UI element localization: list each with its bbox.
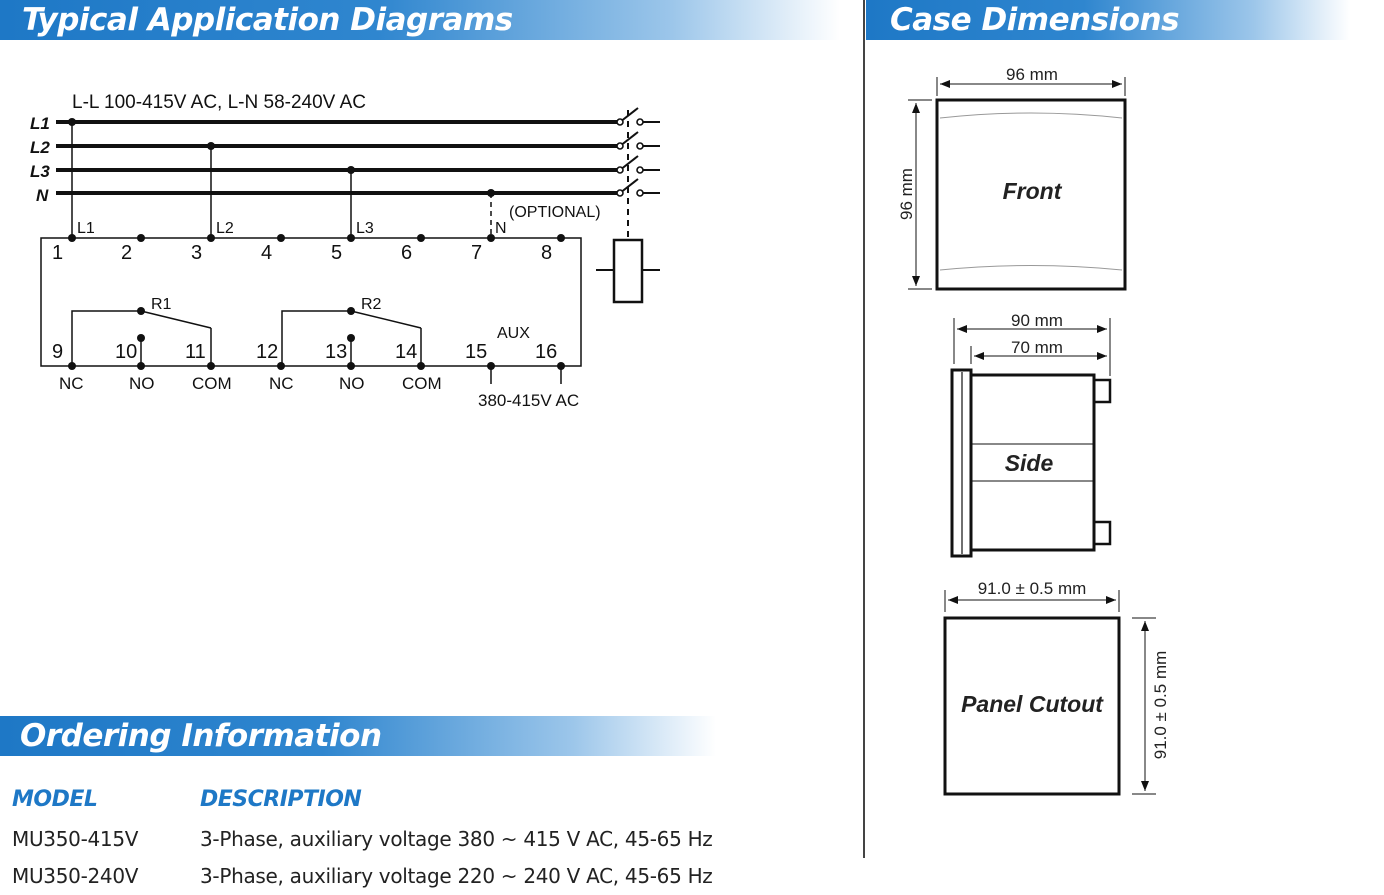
front-width-label: 96 mm — [1006, 65, 1058, 84]
order-row-1-model: MU350-415V — [12, 827, 139, 851]
supply-voltage-label: L-L 100-415V AC, L-N 58-240V AC — [72, 92, 366, 113]
model-header: MODEL — [12, 787, 98, 812]
terminal-13: 13 — [325, 341, 347, 363]
contact-label-no-1: NO — [129, 374, 155, 393]
case-dimensions-banner: Case Dimensions — [866, 0, 1350, 40]
contact-label-nc-1: NC — [59, 374, 84, 393]
terminal-4: 4 — [261, 242, 272, 264]
front-view-label: Front — [1003, 178, 1063, 204]
ordering-banner: Ordering Information — [0, 716, 716, 756]
line-label-l3: L3 — [30, 162, 50, 181]
column-divider — [863, 0, 865, 858]
order-row-2-description: 3-Phase, auxiliary voltage 220 ~ 240 V A… — [200, 864, 713, 888]
line-label-n: N — [36, 186, 49, 205]
cutout-width-label: 91.0 ± 0.5 mm — [978, 579, 1087, 598]
terminal-10: 10 — [115, 341, 137, 363]
side-inner-width-label: 70 mm — [1011, 338, 1063, 357]
wiring-diagram: L-L 100-415V AC, L-N 58-240V AC L1 L2 L3… — [30, 92, 660, 410]
typical-diagrams-banner: Typical Application Diagrams — [0, 0, 840, 40]
aux-voltage-label: 380-415V AC — [478, 391, 579, 410]
terminal-2: 2 — [121, 242, 132, 264]
contact-label-com-1: COM — [192, 374, 232, 393]
order-row-1-description: 3-Phase, auxiliary voltage 380 ~ 415 V A… — [200, 827, 713, 851]
front-height-label: 96 mm — [897, 168, 916, 220]
case-dimensions-title: Case Dimensions — [890, 2, 1180, 38]
aux-label: AUX — [497, 325, 530, 342]
terminal-15: 15 — [465, 341, 487, 363]
contact-label-com-2: COM — [402, 374, 442, 393]
line-label-l2: L2 — [30, 138, 50, 157]
terminal-9: 9 — [52, 341, 63, 363]
ordering-title: Ordering Information — [20, 718, 382, 754]
terminal-6: 6 — [401, 242, 412, 264]
terminal-16: 16 — [535, 341, 557, 363]
cutout-view-label: Panel Cutout — [961, 691, 1104, 717]
optional-label: (OPTIONAL) — [509, 204, 601, 221]
terminal-14: 14 — [395, 341, 417, 363]
terminal-11: 11 — [185, 341, 206, 363]
side-view-label: Side — [1005, 450, 1054, 476]
contact-label-no-2: NO — [339, 374, 365, 393]
typical-diagrams-title: Typical Application Diagrams — [22, 2, 513, 38]
tap-label-n: N — [495, 220, 507, 237]
order-row-2-model: MU350-240V — [12, 864, 139, 888]
relay-label-r2: R2 — [361, 296, 382, 313]
cutout-height-label: 91.0 ± 0.5 mm — [1151, 651, 1170, 760]
terminal-1: 1 — [52, 242, 63, 264]
tap-label-l2: L2 — [216, 220, 234, 237]
line-label-l1: L1 — [30, 114, 50, 133]
contact-label-nc-2: NC — [269, 374, 294, 393]
description-header: DESCRIPTION — [200, 787, 362, 812]
terminal-5: 5 — [331, 242, 342, 264]
terminal-3: 3 — [191, 242, 202, 264]
terminal-12: 12 — [256, 341, 278, 363]
terminal-7: 7 — [471, 242, 482, 264]
side-outer-width-label: 90 mm — [1011, 311, 1063, 330]
tap-label-l1: L1 — [77, 220, 95, 237]
case-dimensions-drawing: 96 mm 96 mm Front 90 mm 70 mm Side 91.0 … — [897, 65, 1170, 796]
tap-label-l3: L3 — [356, 220, 374, 237]
relay-label-r1: R1 — [151, 296, 172, 313]
terminal-8: 8 — [541, 242, 552, 264]
